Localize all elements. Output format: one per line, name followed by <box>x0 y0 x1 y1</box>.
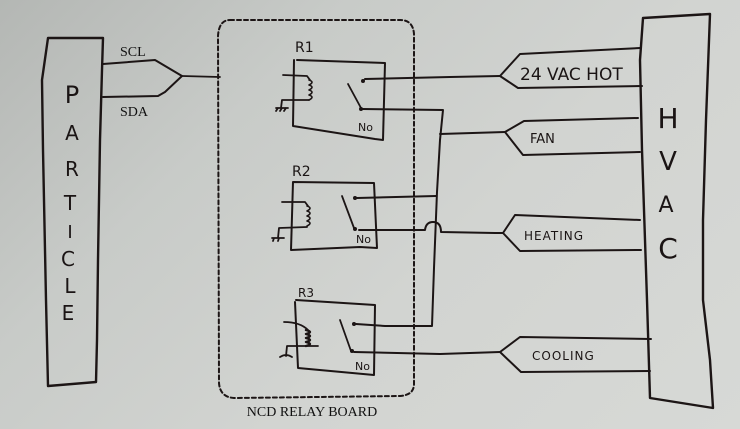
relay-r1-coil-icon <box>308 79 313 101</box>
terminal-cooling: COOLING <box>499 336 652 373</box>
relay-wiring <box>353 75 506 355</box>
relay-r3-no-label: No <box>355 360 370 373</box>
relay-r2-box <box>290 181 378 251</box>
terminal-24vac-label: 24 VAC HOT <box>520 65 623 85</box>
relay-r3-coil-icon <box>304 328 312 348</box>
terminal-cooling-label: COOLING <box>532 349 595 363</box>
terminal-24vac-connector-shape <box>499 47 643 89</box>
relay-r1-common-terminal <box>361 79 365 83</box>
wire-r3-no-to-cooling <box>353 351 501 355</box>
particle-letter-6: L <box>64 274 76 298</box>
particle-letter-2: R <box>65 157 79 181</box>
terminal-heating: HEATING <box>502 214 642 252</box>
wire-bus-to-fan <box>439 131 506 135</box>
scl-label: SCL <box>120 45 146 60</box>
particle-outline <box>40 36 105 388</box>
relay-board-outline <box>217 19 415 399</box>
i2c-bus: SCL SDA <box>102 45 221 120</box>
relay-r2: R2 No <box>271 164 378 251</box>
relay-r2-ground-icon <box>271 226 308 242</box>
relay-r1-no-label: No <box>358 121 373 134</box>
hvac-unit: H V A C <box>638 12 715 410</box>
particle-letter-0: P <box>65 81 79 109</box>
hvac-terminals: 24 VAC HOT FAN HEATING COOLING <box>499 47 652 373</box>
wire-r2-common-to-bus <box>356 195 437 199</box>
relay-r2-coil-in <box>281 201 309 207</box>
relay-board-label: NCD RELAY BOARD <box>247 405 377 420</box>
terminal-cooling-connector-shape <box>499 336 652 373</box>
relay-r2-common-terminal <box>353 196 357 200</box>
scl-sda-merge-wire <box>102 59 183 98</box>
relay-r1-box <box>292 59 386 141</box>
hvac-letter-0: H <box>657 102 678 135</box>
particle-controller: P A R T I C L E <box>40 36 105 388</box>
terminal-heating-label: HEATING <box>524 229 584 243</box>
wire-r2-no-to-heating <box>358 221 504 234</box>
particle-letter-1: A <box>65 121 79 145</box>
relay-r3-coil-in <box>283 321 309 331</box>
particle-letter-7: E <box>62 301 75 325</box>
wire-r1-common-to-24vac <box>364 75 501 80</box>
relay-r3: R3 No <box>279 286 376 376</box>
hvac-letter-1: V <box>659 147 677 177</box>
terminal-fan: FAN <box>504 117 641 156</box>
relay-r2-coil-icon <box>306 205 311 227</box>
relay-r2-no-terminal <box>353 227 357 231</box>
wire-common-bus <box>355 108 444 327</box>
particle-letter-5: C <box>61 247 75 271</box>
relay-r2-label: R2 <box>292 164 311 180</box>
terminal-fan-connector-shape <box>504 117 641 156</box>
relay-r1-coil-in <box>282 74 311 81</box>
hvac-letter-3: C <box>658 232 678 265</box>
relay-board: NCD RELAY BOARD <box>217 19 415 420</box>
relay-r3-ground-icon <box>279 345 319 358</box>
relay-r2-switch-arm <box>341 195 355 229</box>
relay-r3-label: R3 <box>298 286 314 300</box>
relay-r1: R1 No <box>275 40 386 141</box>
sda-label: SDA <box>120 105 149 120</box>
particle-letter-4: I <box>67 222 72 243</box>
relay-r1-ground-icon <box>275 99 310 112</box>
hvac-outline <box>638 12 715 410</box>
relay-r3-common-terminal <box>352 322 356 326</box>
bus-to-board-wire <box>181 75 221 78</box>
relay-r2-no-label: No <box>356 233 371 246</box>
terminal-fan-label: FAN <box>530 132 555 147</box>
terminal-heating-connector-shape <box>502 214 642 252</box>
relay-r1-label: R1 <box>295 40 314 56</box>
terminal-24vac-hot: 24 VAC HOT <box>499 47 643 89</box>
relay-r3-switch-arm <box>339 319 352 352</box>
relay-r1-switch-arm <box>347 83 362 109</box>
particle-letter-3: T <box>63 191 77 215</box>
hvac-letter-2: A <box>658 193 673 218</box>
